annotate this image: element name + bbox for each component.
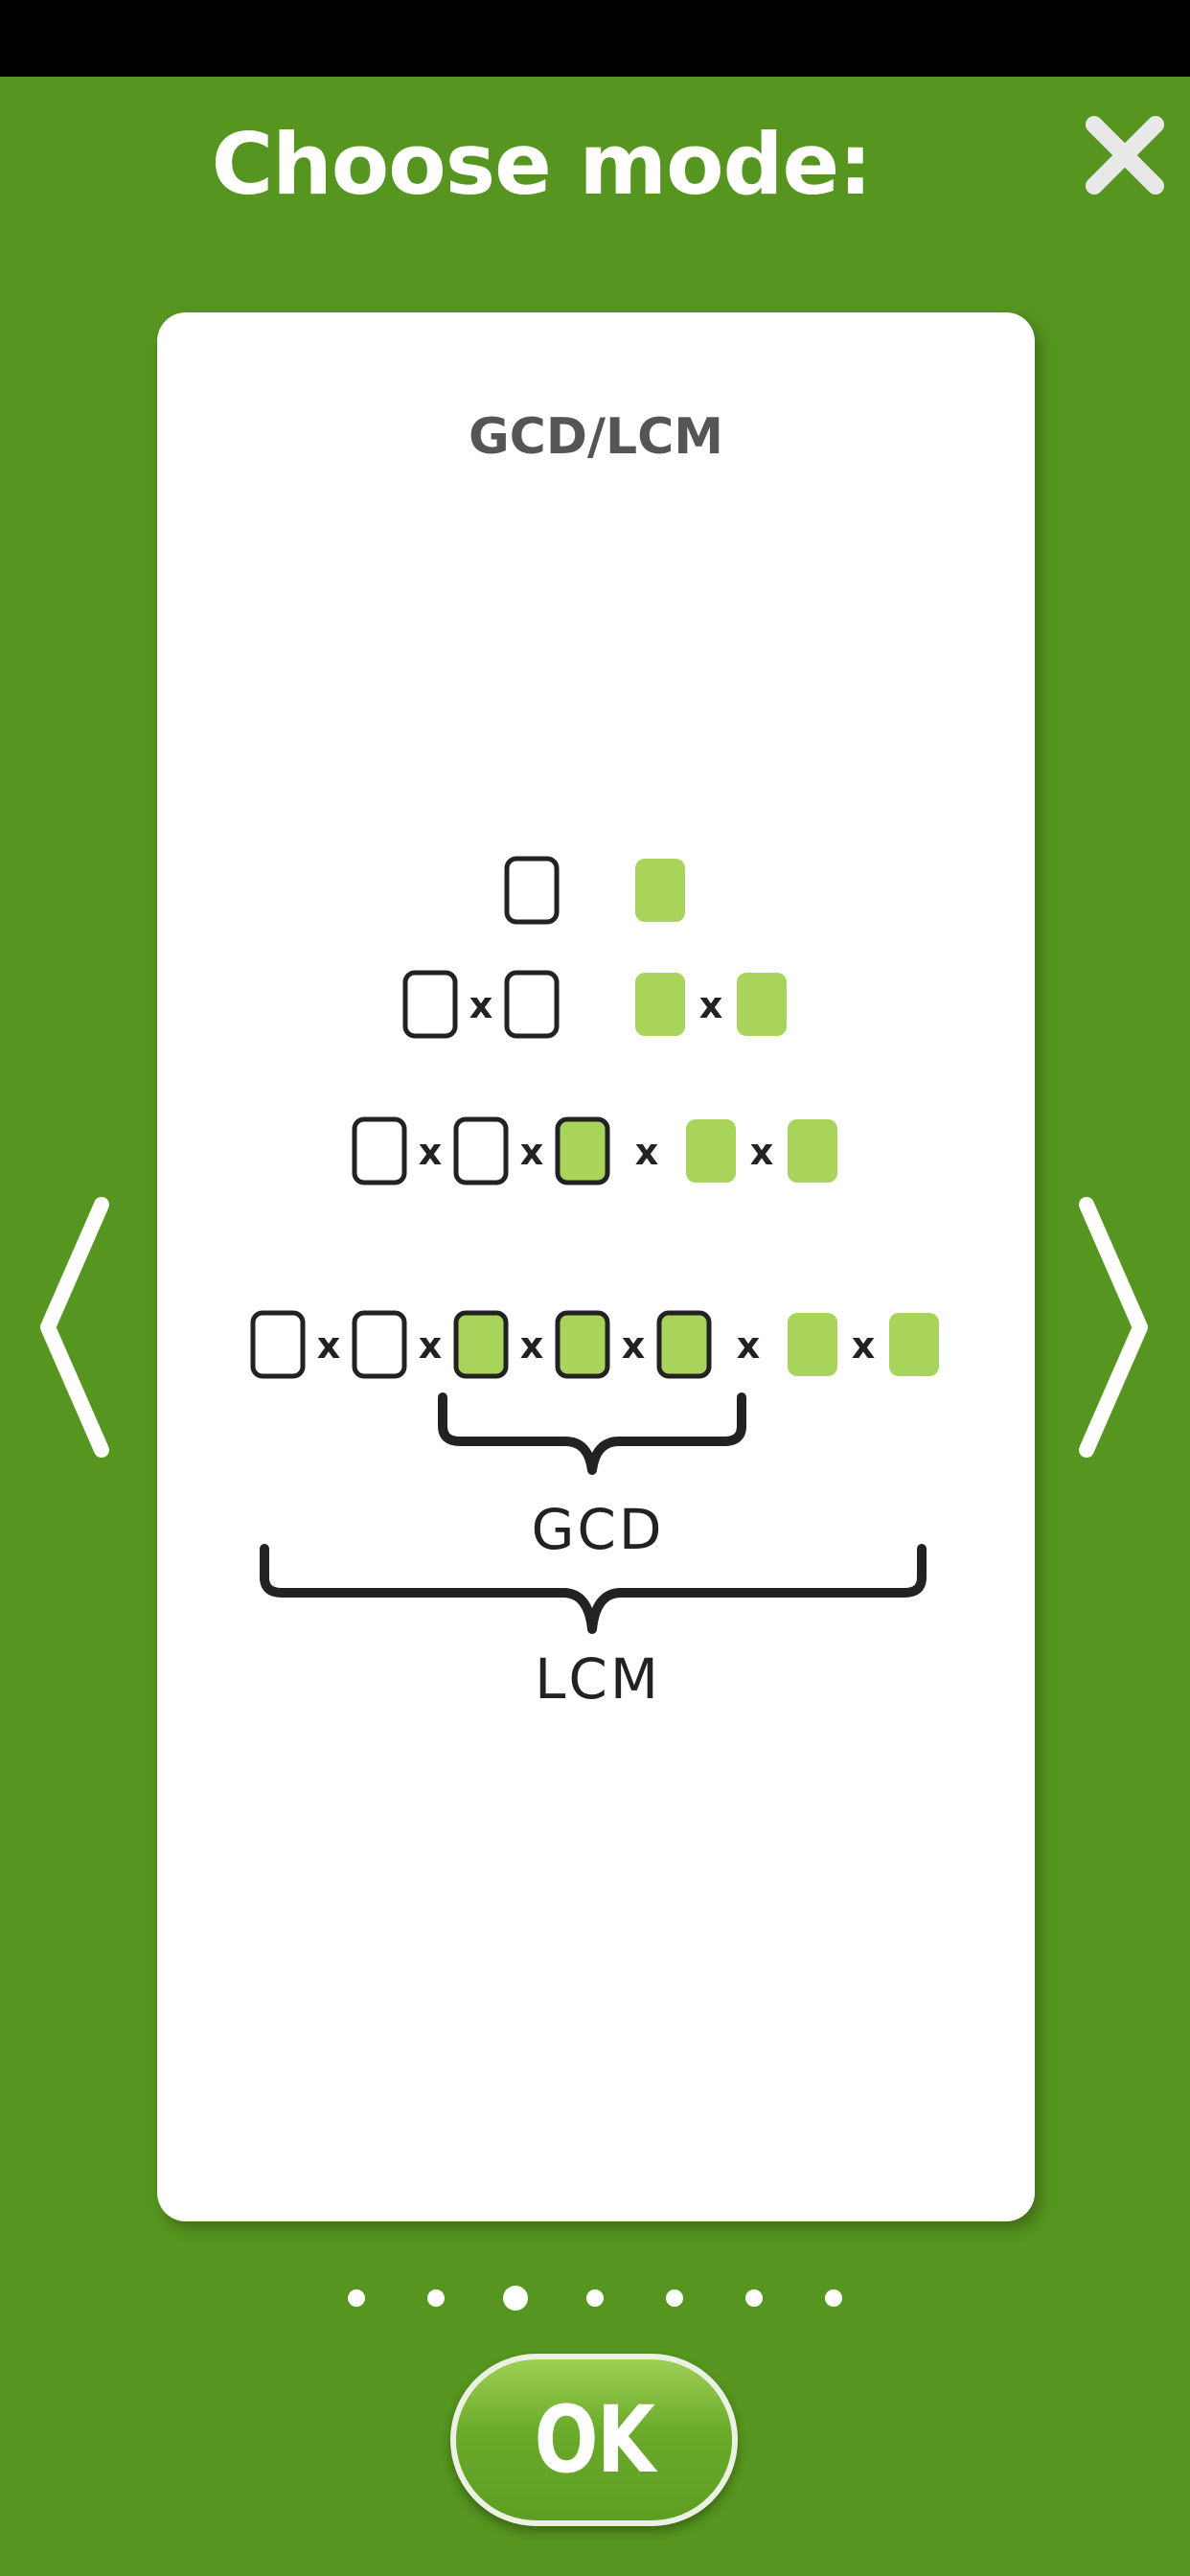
ok-button-label: OK bbox=[534, 2386, 655, 2494]
factor-tile-empty bbox=[453, 1116, 509, 1185]
times-sign: x bbox=[635, 1131, 659, 1173]
page-dot[interactable] bbox=[666, 2289, 683, 2307]
close-button[interactable] bbox=[1081, 111, 1169, 199]
factor-tile-empty bbox=[250, 1310, 306, 1379]
page-dot[interactable] bbox=[825, 2289, 842, 2307]
chevron-left-icon bbox=[40, 1197, 109, 1458]
next-mode-button[interactable] bbox=[1073, 1193, 1150, 1461]
factor-tile-green-outlined bbox=[656, 1310, 712, 1379]
close-x-icon bbox=[1086, 116, 1164, 195]
gcd-lcm-diagram: x x x x x x x x x x x x GCD LCM bbox=[250, 856, 939, 1712]
page-dot[interactable] bbox=[745, 2289, 763, 2307]
factor-tile-empty bbox=[402, 970, 458, 1039]
factor-tile-empty bbox=[352, 1310, 407, 1379]
factor-tile-green bbox=[635, 859, 685, 922]
ok-button[interactable]: OK bbox=[450, 2354, 738, 2526]
times-sign: x bbox=[737, 1324, 761, 1367]
times-sign: x bbox=[750, 1131, 774, 1173]
lcm-label: LCM bbox=[535, 1646, 661, 1712]
factor-tile-green-outlined bbox=[555, 1310, 610, 1379]
factor-tile-empty bbox=[352, 1116, 407, 1185]
factor-tile-green bbox=[788, 1313, 837, 1376]
mode-card[interactable]: GCD/LCM x x x x x x x x x x x x GCD LCM bbox=[157, 312, 1035, 2221]
times-sign: x bbox=[469, 984, 493, 1026]
factor-tile-empty bbox=[504, 856, 560, 925]
page-dot[interactable] bbox=[348, 2289, 365, 2307]
mode-title: GCD/LCM bbox=[468, 408, 724, 466]
times-sign: x bbox=[419, 1131, 443, 1173]
gcd-label: GCD bbox=[531, 1497, 664, 1562]
page-dot-active[interactable] bbox=[503, 2286, 528, 2311]
prev-mode-button[interactable] bbox=[38, 1193, 115, 1461]
factor-tile-green bbox=[788, 1119, 837, 1183]
times-sign: x bbox=[520, 1324, 544, 1367]
factor-tile-empty bbox=[504, 970, 560, 1039]
factor-tile-green bbox=[686, 1119, 736, 1183]
gcd-brace bbox=[438, 1392, 746, 1475]
factor-tile-green bbox=[635, 973, 685, 1036]
factor-tile-green-outlined bbox=[555, 1116, 610, 1185]
factor-tile-green bbox=[889, 1313, 939, 1376]
factor-tile-green bbox=[737, 973, 787, 1036]
times-sign: x bbox=[419, 1324, 443, 1367]
factor-tile-green-outlined bbox=[453, 1310, 509, 1379]
page-dot[interactable] bbox=[586, 2289, 604, 2307]
times-sign: x bbox=[852, 1324, 876, 1367]
page-title: Choose mode: bbox=[211, 115, 873, 214]
times-sign: x bbox=[520, 1131, 544, 1173]
status-bar bbox=[0, 0, 1190, 77]
chevron-right-icon bbox=[1079, 1197, 1148, 1458]
lcm-brace bbox=[260, 1544, 927, 1634]
page-dot[interactable] bbox=[427, 2289, 445, 2307]
times-sign: x bbox=[622, 1324, 646, 1367]
times-sign: x bbox=[317, 1324, 341, 1367]
times-sign: x bbox=[699, 984, 723, 1026]
page-indicator bbox=[348, 2286, 842, 2311]
